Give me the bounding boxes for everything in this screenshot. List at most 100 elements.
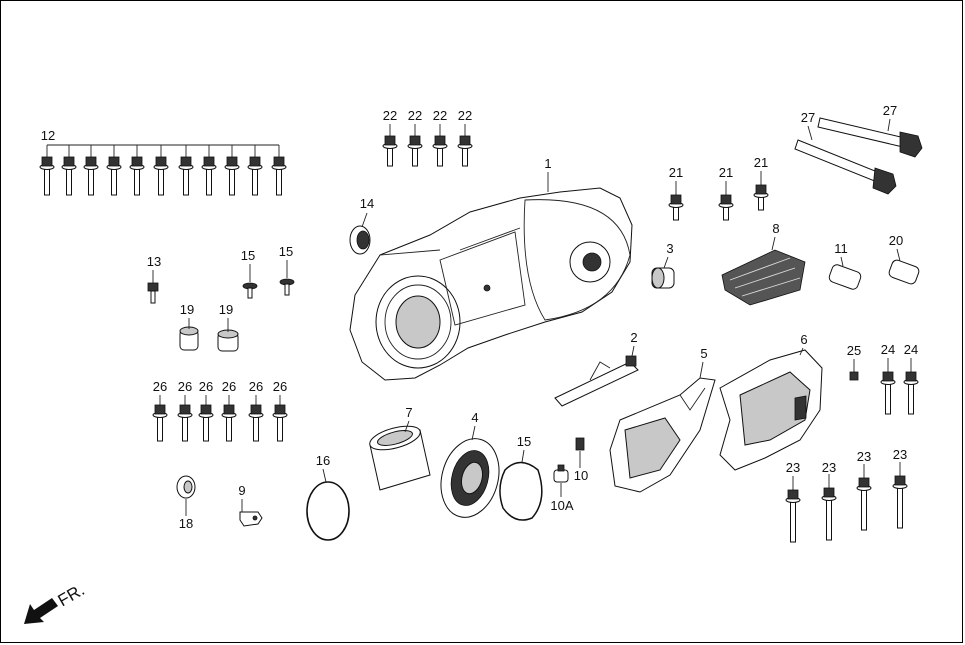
bolt-12-3 (83, 156, 99, 196)
bolt-26-3 (198, 404, 214, 442)
bolt-26-4 (221, 404, 237, 442)
bolt-22-2 (407, 135, 423, 167)
label-22d: 22 (458, 108, 472, 123)
bolt-22-1 (382, 135, 398, 167)
bolt-23-4 (892, 475, 908, 529)
leader-2 (631, 345, 635, 357)
bolt-26-1 (152, 404, 168, 442)
label-23a: 23 (786, 460, 800, 475)
part-15-screws (242, 278, 295, 299)
leader-16 (322, 468, 327, 483)
label-26b: 26 (178, 379, 192, 394)
part-1-crankcase-cover (349, 187, 633, 381)
label-26d: 26 (222, 379, 236, 394)
part-24-bolts (880, 358, 919, 415)
leader-15c (521, 449, 525, 463)
bolt-12-11 (271, 156, 287, 196)
leader-7 (404, 420, 410, 433)
bolt-12-10 (247, 156, 263, 196)
part-15-gasket (499, 461, 543, 521)
part-3-bushing (651, 267, 675, 289)
bolt-12-7 (178, 156, 194, 196)
label-7: 7 (405, 405, 412, 420)
part-11-20-bushings (828, 259, 920, 290)
bolt-12-2 (61, 156, 77, 196)
label-20: 20 (889, 233, 903, 248)
label-15c: 15 (517, 434, 531, 449)
label-19b: 19 (219, 302, 233, 317)
label-4: 4 (471, 410, 478, 425)
label-9: 9 (238, 483, 245, 498)
part-9-clip (239, 511, 263, 527)
leader-27a (887, 118, 891, 132)
bolt-21-2 (718, 194, 734, 221)
part-27-long-bolts (794, 117, 923, 195)
label-6: 6 (800, 332, 807, 347)
label-23c: 23 (857, 449, 871, 464)
leader-11 (840, 256, 844, 267)
part-21-bolts (668, 171, 769, 221)
label-18: 18 (179, 516, 193, 531)
label-14: 14 (360, 196, 374, 211)
bolt-26-6 (272, 404, 288, 442)
part-13-bolt (147, 282, 159, 304)
leader-14 (361, 212, 368, 228)
label-26a: 26 (153, 379, 167, 394)
bolt-26-5 (248, 404, 264, 442)
leader-20 (896, 248, 901, 262)
leader-4 (471, 425, 476, 441)
leader-6 (799, 347, 804, 356)
label-2: 2 (630, 330, 637, 345)
front-arrow-icon (24, 598, 58, 624)
label-22b: 22 (408, 108, 422, 123)
part-10-plugs (553, 437, 585, 483)
label-21a: 21 (669, 165, 683, 180)
bolt-12-4 (106, 156, 122, 196)
bolt-12-9 (224, 156, 240, 196)
label-22a: 22 (383, 108, 397, 123)
part-26-bolts (152, 395, 288, 442)
label-5: 5 (700, 346, 707, 361)
label-25: 25 (847, 343, 861, 358)
leader-8 (771, 236, 776, 251)
bolt-21-3 (753, 184, 769, 211)
part-4-starter (440, 438, 500, 518)
label-15b: 15 (279, 244, 293, 259)
leader-3 (663, 256, 669, 269)
label-10: 10 (574, 468, 588, 483)
label-26f: 26 (273, 379, 287, 394)
bolt-24-2 (903, 371, 919, 415)
part-7-ring (369, 425, 431, 491)
part-22-bolts (382, 124, 473, 167)
part-19-bushings (179, 326, 239, 352)
label-16: 16 (316, 453, 330, 468)
label-3: 3 (666, 241, 673, 256)
label-21b: 21 (719, 165, 733, 180)
label-22c: 22 (433, 108, 447, 123)
part-23-bolts (785, 462, 908, 543)
label-19a: 19 (180, 302, 194, 317)
label-11: 11 (834, 241, 848, 256)
label-8: 8 (772, 221, 779, 236)
bolt-22-4 (457, 135, 473, 167)
label-27b: 27 (801, 110, 815, 125)
bolt-23-1 (785, 489, 801, 543)
bolt-12-1 (39, 156, 55, 196)
bolt-12-6 (153, 156, 169, 196)
part-14-seal (349, 225, 371, 255)
bolt-26-2 (177, 404, 193, 442)
bolt-23-2 (821, 487, 837, 541)
front-indicator-label: FR. (55, 580, 88, 610)
part-2-bracket (554, 355, 639, 407)
label-21c: 21 (754, 155, 768, 170)
bolt-24-1 (880, 371, 896, 415)
part-18-washer (176, 475, 196, 499)
label-24b: 24 (904, 342, 918, 357)
label-15a: 15 (241, 248, 255, 263)
bolt-12-8 (201, 156, 217, 196)
label-26c: 26 (199, 379, 213, 394)
label-23d: 23 (893, 447, 907, 462)
label-13: 13 (147, 254, 161, 269)
